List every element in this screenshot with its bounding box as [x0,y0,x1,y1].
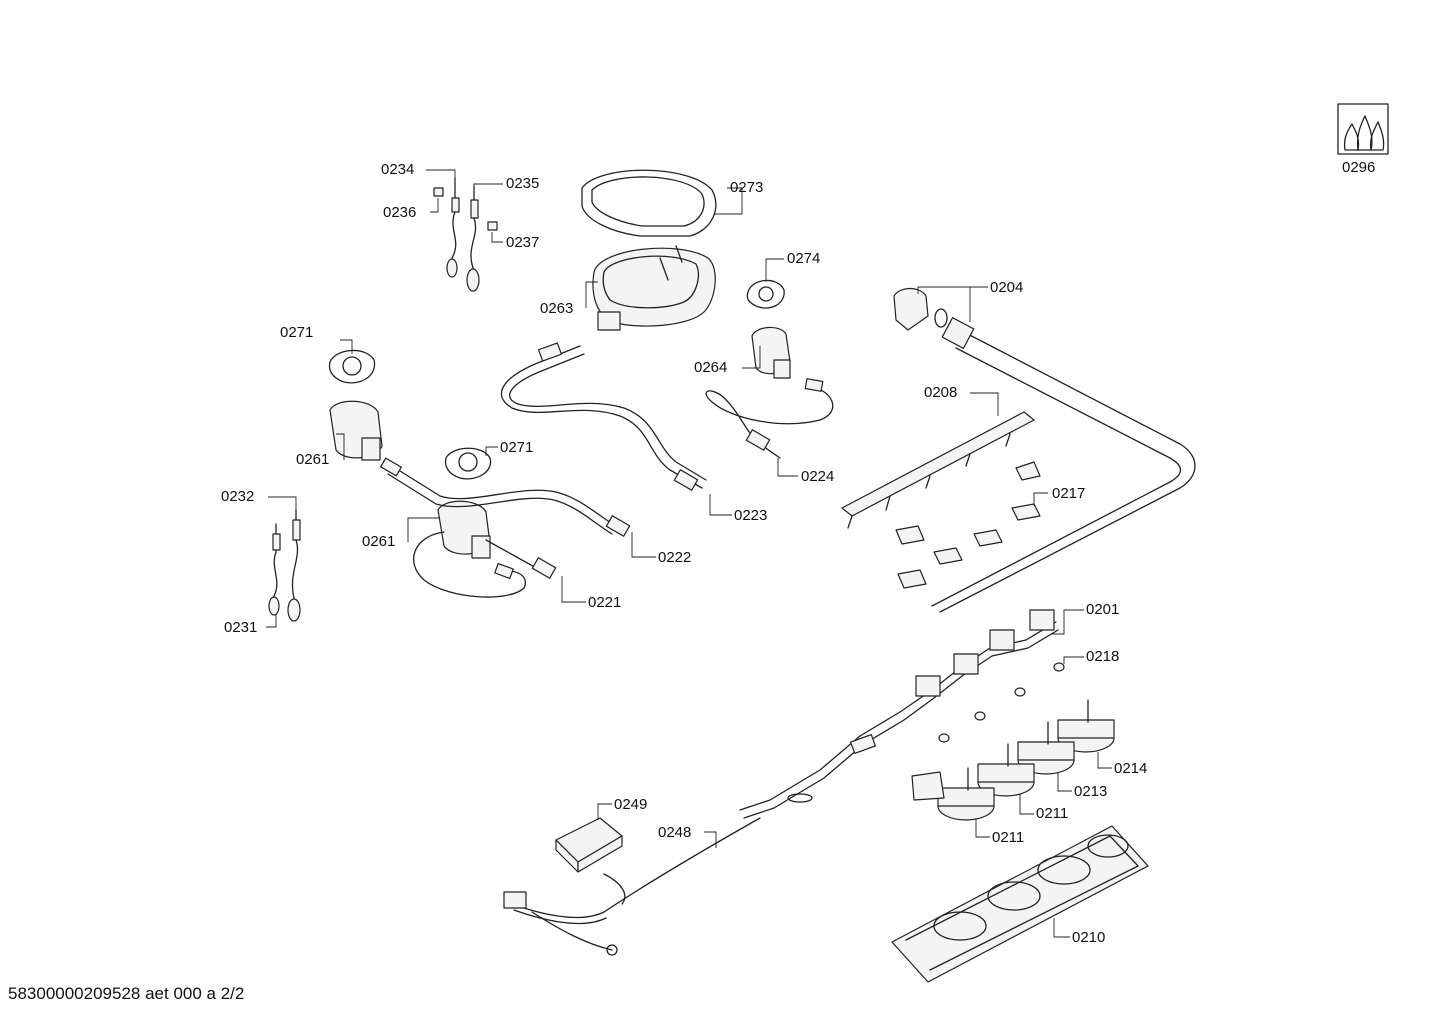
part-0218-washers [938,662,1065,743]
label-0271-upper: 0271 [280,324,314,341]
label-0213: 0213 [1074,783,1108,800]
part-0204-main-gas-pipe [893,287,1196,613]
part-0237-nut [487,221,498,231]
label-0248: 0248 [658,824,692,841]
label-0208: 0208 [924,384,958,401]
part-0221-gas-pipe [413,531,557,598]
label-0204: 0204 [990,279,1024,296]
part-0249-ignition-module [555,817,623,873]
label-0221: 0221 [588,594,622,611]
part-0273-gasket [581,169,717,237]
document-id-footer: 58300000209528 aet 000 a 2/2 [8,984,245,1003]
label-0249: 0249 [614,796,648,813]
label-0231: 0231 [224,619,258,636]
part-0201-ignition-harness [739,609,1059,819]
label-0273: 0273 [730,179,764,196]
label-0271-lower: 0271 [500,439,534,456]
part-0263-burner-housing [592,245,716,331]
part-0274-gasket [746,279,785,309]
part-0231-thermocouple [268,523,281,616]
part-0271-gasket-lower [444,447,492,480]
part-0264-valve [751,326,791,379]
part-0261-valve-lower [437,500,491,559]
label-0223: 0223 [734,507,768,524]
part-0208-rail [841,411,1035,529]
label-0218: 0218 [1086,648,1120,665]
label-0211-b: 0211 [992,829,1025,846]
part-0261-valve-upper [329,400,383,461]
label-0236: 0236 [383,204,417,221]
part-0211-gas-tap-b [911,767,995,821]
part-0271-gasket-upper [328,349,376,384]
part-0210-base-tray [891,825,1149,983]
part-0224-gas-pipe [705,378,834,459]
label-0235: 0235 [506,175,540,192]
part-0223-gas-pipe [501,342,707,491]
label-0264: 0264 [694,359,728,376]
label-0234: 0234 [381,161,415,178]
label-0224: 0224 [801,468,835,485]
part-0232-thermocouple [287,509,301,622]
part-0222-gas-pipe [380,457,631,537]
part-0234-thermocouple [446,177,460,278]
label-0274: 0274 [787,250,821,267]
label-0201: 0201 [1086,601,1120,618]
label-0296: 0296 [1342,159,1376,176]
label-0211-a: 0211 [1036,805,1069,822]
part-0235-thermocouple [466,185,480,292]
label-0261-upper: 0261 [296,451,330,468]
label-0214: 0214 [1114,760,1148,777]
label-0217: 0217 [1052,485,1086,502]
gas-flame-icon [1337,103,1389,155]
label-0232: 0232 [221,488,255,505]
label-0222: 0222 [658,549,692,566]
leader-lines [266,169,1112,938]
part-0248-wiring-harness [503,817,761,956]
label-0210: 0210 [1072,929,1106,946]
label-0261-lower: 0261 [362,533,396,550]
label-0237: 0237 [506,234,540,251]
part-0236-nut [433,187,444,197]
part-0217-clips [895,461,1041,589]
label-0263: 0263 [540,300,574,317]
